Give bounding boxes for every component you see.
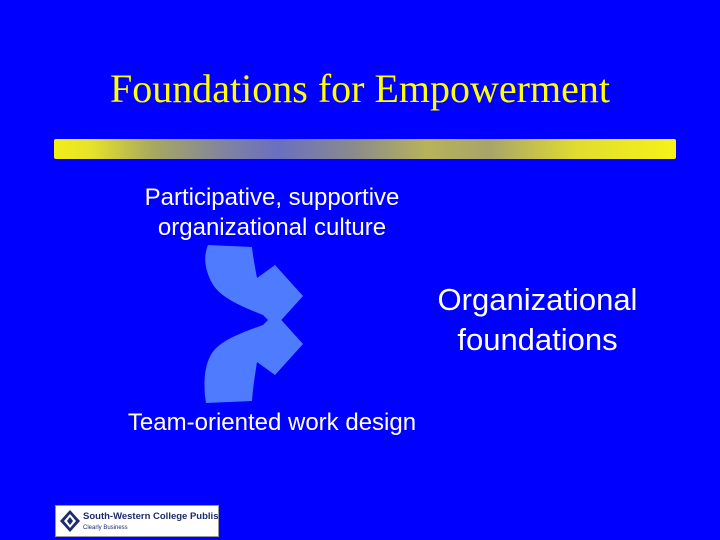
merge-arrows-diagram xyxy=(204,245,303,403)
work-design-label: Team-oriented work design xyxy=(127,409,417,436)
culture-label-text: Participative, supportive organizational… xyxy=(144,184,400,241)
culture-label: Participative, supportive organizational… xyxy=(100,183,444,243)
curved-arrow-icon xyxy=(204,313,303,403)
title-underline-bar xyxy=(54,139,676,159)
foundations-label-text: Organizational foundations xyxy=(437,282,638,357)
publisher-logo-icon xyxy=(60,510,80,532)
foundations-label: Organizational foundations xyxy=(405,280,670,360)
curved-arrow-icon xyxy=(205,245,303,327)
publisher-name: South-Western College Publishing xyxy=(83,511,219,522)
publisher-tagline: Clearly Business xyxy=(83,525,128,531)
publisher-logo: South-Western College Publishing Clearly… xyxy=(55,505,219,537)
slide-title: Foundations for Empowerment xyxy=(110,66,610,111)
